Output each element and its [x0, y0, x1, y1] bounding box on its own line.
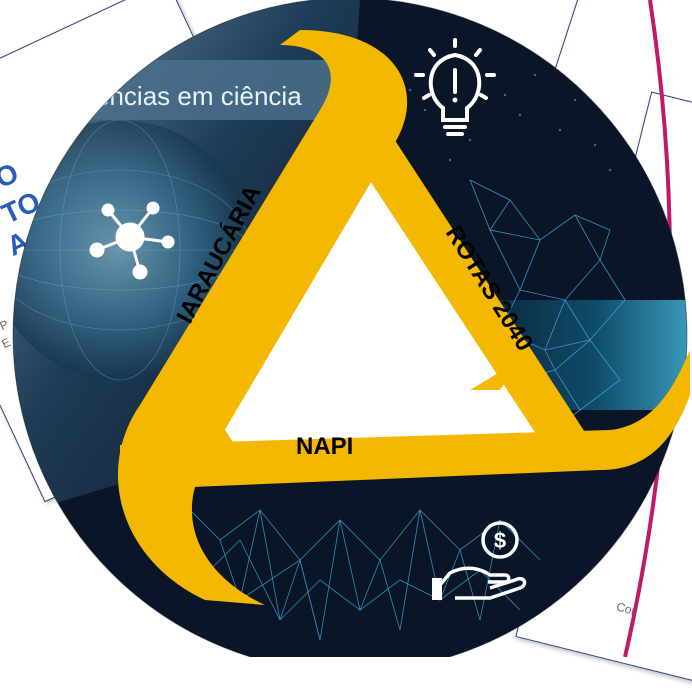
circular-diagram: ências em ciência: [12, 0, 690, 657]
lightbulb-icon: [414, 38, 496, 136]
screen-text: ências em ciência: [95, 81, 302, 111]
gold-loop: [117, 30, 690, 605]
network-hub-icon: [89, 201, 175, 280]
arrow-head: [205, 415, 235, 445]
arrow-head: [470, 360, 520, 390]
svg-text:$: $: [494, 528, 506, 553]
strap-label-napi: NAPI: [296, 433, 353, 460]
arrow-head: [305, 135, 345, 190]
money-hand-icon: $: [432, 521, 527, 600]
